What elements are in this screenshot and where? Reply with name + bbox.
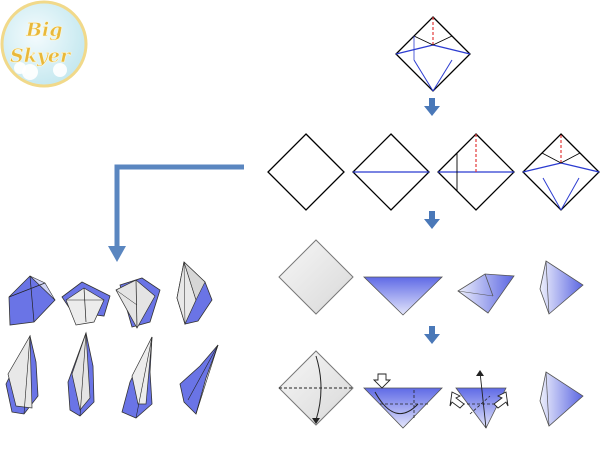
down-arrow-icon <box>424 326 440 344</box>
shape-a1 <box>8 275 56 326</box>
logo: Big Skyer <box>0 0 88 88</box>
fold-step-6 <box>363 373 443 429</box>
crease-step-3 <box>437 133 515 211</box>
fold-step-7 <box>449 370 509 429</box>
fold-step-4 <box>539 260 584 315</box>
fold-step-2 <box>363 276 443 316</box>
logo-badge <box>0 0 88 88</box>
down-arrow-icon <box>108 246 126 262</box>
fold-step-3 <box>457 273 515 314</box>
shape-a3 <box>115 277 161 329</box>
push-arrow-icon <box>493 391 509 409</box>
down-arrow-icon <box>424 211 440 229</box>
fold-step-8 <box>539 371 584 427</box>
shape-b3 <box>121 336 153 419</box>
crease-step-4 <box>522 133 600 211</box>
logo-line-1: Big <box>25 19 63 41</box>
fold-step-5 <box>278 350 354 426</box>
connector-arrow <box>108 164 244 262</box>
shape-b4 <box>179 344 219 415</box>
crease-step-1 <box>267 133 345 211</box>
logo-line-2: Skyer <box>10 45 72 67</box>
shape-b2 <box>67 331 95 417</box>
shape-b1 <box>5 334 39 415</box>
crease-pattern-top <box>395 16 471 92</box>
shape-a2 <box>61 281 111 326</box>
shape-a4 <box>176 261 213 325</box>
fold-step-1 <box>278 239 354 315</box>
crease-step-2 <box>352 133 430 211</box>
down-arrow-icon <box>424 98 440 116</box>
push-arrow-icon <box>372 373 392 389</box>
push-arrow-icon <box>449 391 465 409</box>
